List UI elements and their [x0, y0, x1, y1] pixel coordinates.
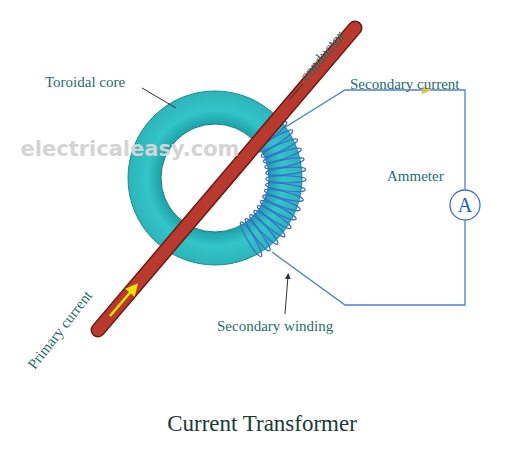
winding-turn	[262, 193, 302, 214]
ammeter-symbol: A	[449, 189, 481, 221]
winding-turn	[256, 203, 293, 231]
leader-lines	[142, 84, 303, 314]
winding-turn	[252, 208, 287, 239]
winding-turn	[259, 198, 298, 222]
winding-turn	[248, 213, 281, 247]
winding-turn	[264, 156, 305, 171]
winding-turn	[238, 220, 264, 258]
meter-label: Ammeter	[387, 168, 444, 185]
winding-label: Secondary winding	[217, 318, 333, 335]
current-label: Secondary current	[350, 76, 460, 93]
meter-letter: A	[449, 194, 481, 217]
winding-turn	[266, 175, 306, 183]
winding-turn	[243, 217, 273, 253]
caption: Current Transformer	[167, 411, 357, 436]
secondary-winding	[238, 119, 306, 258]
watermark: electricaleasy.com	[21, 138, 240, 161]
core-label: Toroidal core	[45, 74, 125, 91]
winding-turn	[265, 166, 305, 177]
current-label: Primary current	[24, 288, 95, 373]
winding-turn	[262, 146, 302, 165]
primary-conductor	[98, 28, 355, 330]
